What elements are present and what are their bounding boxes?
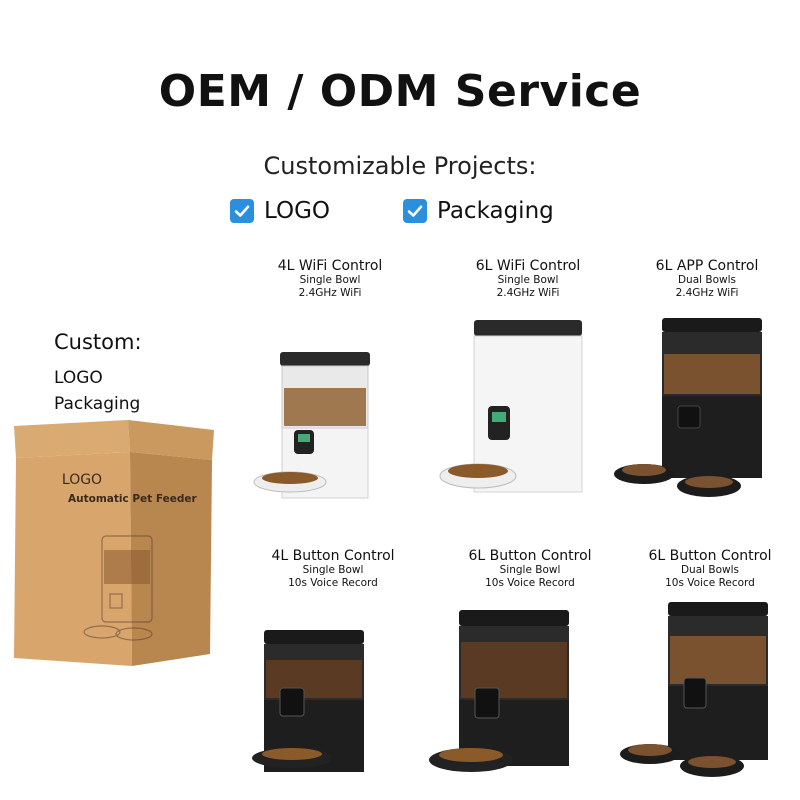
product-card-6l-button-dual: 6L Button Control Dual Bowls 10s Voice R… bbox=[620, 548, 800, 590]
product-spec-voice: 10s Voice Record bbox=[288, 577, 378, 589]
box-logo-text: LOGO bbox=[62, 472, 102, 488]
product-title: 6L APP Control bbox=[655, 258, 759, 274]
product-spec-bowls: Dual Bowls bbox=[677, 274, 737, 286]
page-title: OEM / ODM Service bbox=[158, 66, 642, 117]
custom-item-logo: LOGO bbox=[54, 368, 103, 388]
option-packaging: Packaging bbox=[403, 194, 554, 228]
product-card-6l-app: 6L APP Control Dual Bowls 2.4GHz WiFi bbox=[617, 258, 797, 300]
product-spec-voice: 10s Voice Record bbox=[485, 577, 575, 589]
pet-feeder-black-dual-image bbox=[614, 318, 762, 497]
product-spec-connectivity: 2.4GHz WiFi bbox=[675, 287, 739, 299]
product-spec-bowls: Single Bowl bbox=[302, 564, 364, 576]
product-title: 6L WiFi Control bbox=[475, 258, 581, 274]
product-spec-voice: 10s Voice Record bbox=[665, 577, 755, 589]
product-card-6l-wifi: 6L WiFi Control Single Bowl 2.4GHz WiFi bbox=[438, 258, 618, 300]
pet-feeder-black-tall-image bbox=[429, 610, 569, 772]
option-packaging-label: Packaging bbox=[437, 198, 554, 224]
product-spec-connectivity: 2.4GHz WiFi bbox=[298, 287, 362, 299]
product-title: 4L Button Control bbox=[271, 548, 395, 564]
product-spec-bowls: Single Bowl bbox=[497, 274, 559, 286]
product-title: 6L Button Control bbox=[648, 548, 772, 564]
product-card-4l-button: 4L Button Control Single Bowl 10s Voice … bbox=[243, 548, 423, 590]
product-spec-connectivity: 2.4GHz WiFi bbox=[496, 287, 560, 299]
box-product-label: Automatic Pet Feeder bbox=[68, 493, 197, 505]
product-spec-bowls: Single Bowl bbox=[299, 274, 361, 286]
custom-item-packaging: Packaging bbox=[54, 394, 141, 414]
checkbox-icon bbox=[403, 199, 427, 223]
pet-feeder-black-dual-image bbox=[620, 602, 768, 777]
product-spec-bowls: Single Bowl bbox=[499, 564, 561, 576]
product-card-6l-button: 6L Button Control Single Bowl 10s Voice … bbox=[440, 548, 620, 590]
option-logo-label: LOGO bbox=[264, 198, 331, 224]
custom-title: Custom: bbox=[54, 330, 142, 354]
product-card-4l-wifi: 4L WiFi Control Single Bowl 2.4GHz WiFi bbox=[240, 258, 420, 300]
option-logo: LOGO bbox=[230, 194, 330, 228]
checkbox-icon bbox=[230, 199, 254, 223]
packaging-box-image: LOGO Automatic Pet Feeder bbox=[14, 420, 214, 666]
product-title: 4L WiFi Control bbox=[277, 258, 383, 274]
page-subtitle: Customizable Projects: bbox=[263, 152, 537, 180]
product-title: 6L Button Control bbox=[468, 548, 592, 564]
pet-feeder-black-small-image bbox=[252, 630, 364, 772]
pet-feeder-white-tall-image bbox=[439, 320, 583, 493]
pet-feeder-white-small-image bbox=[253, 352, 370, 499]
product-spec-bowls: Dual Bowls bbox=[680, 564, 740, 576]
